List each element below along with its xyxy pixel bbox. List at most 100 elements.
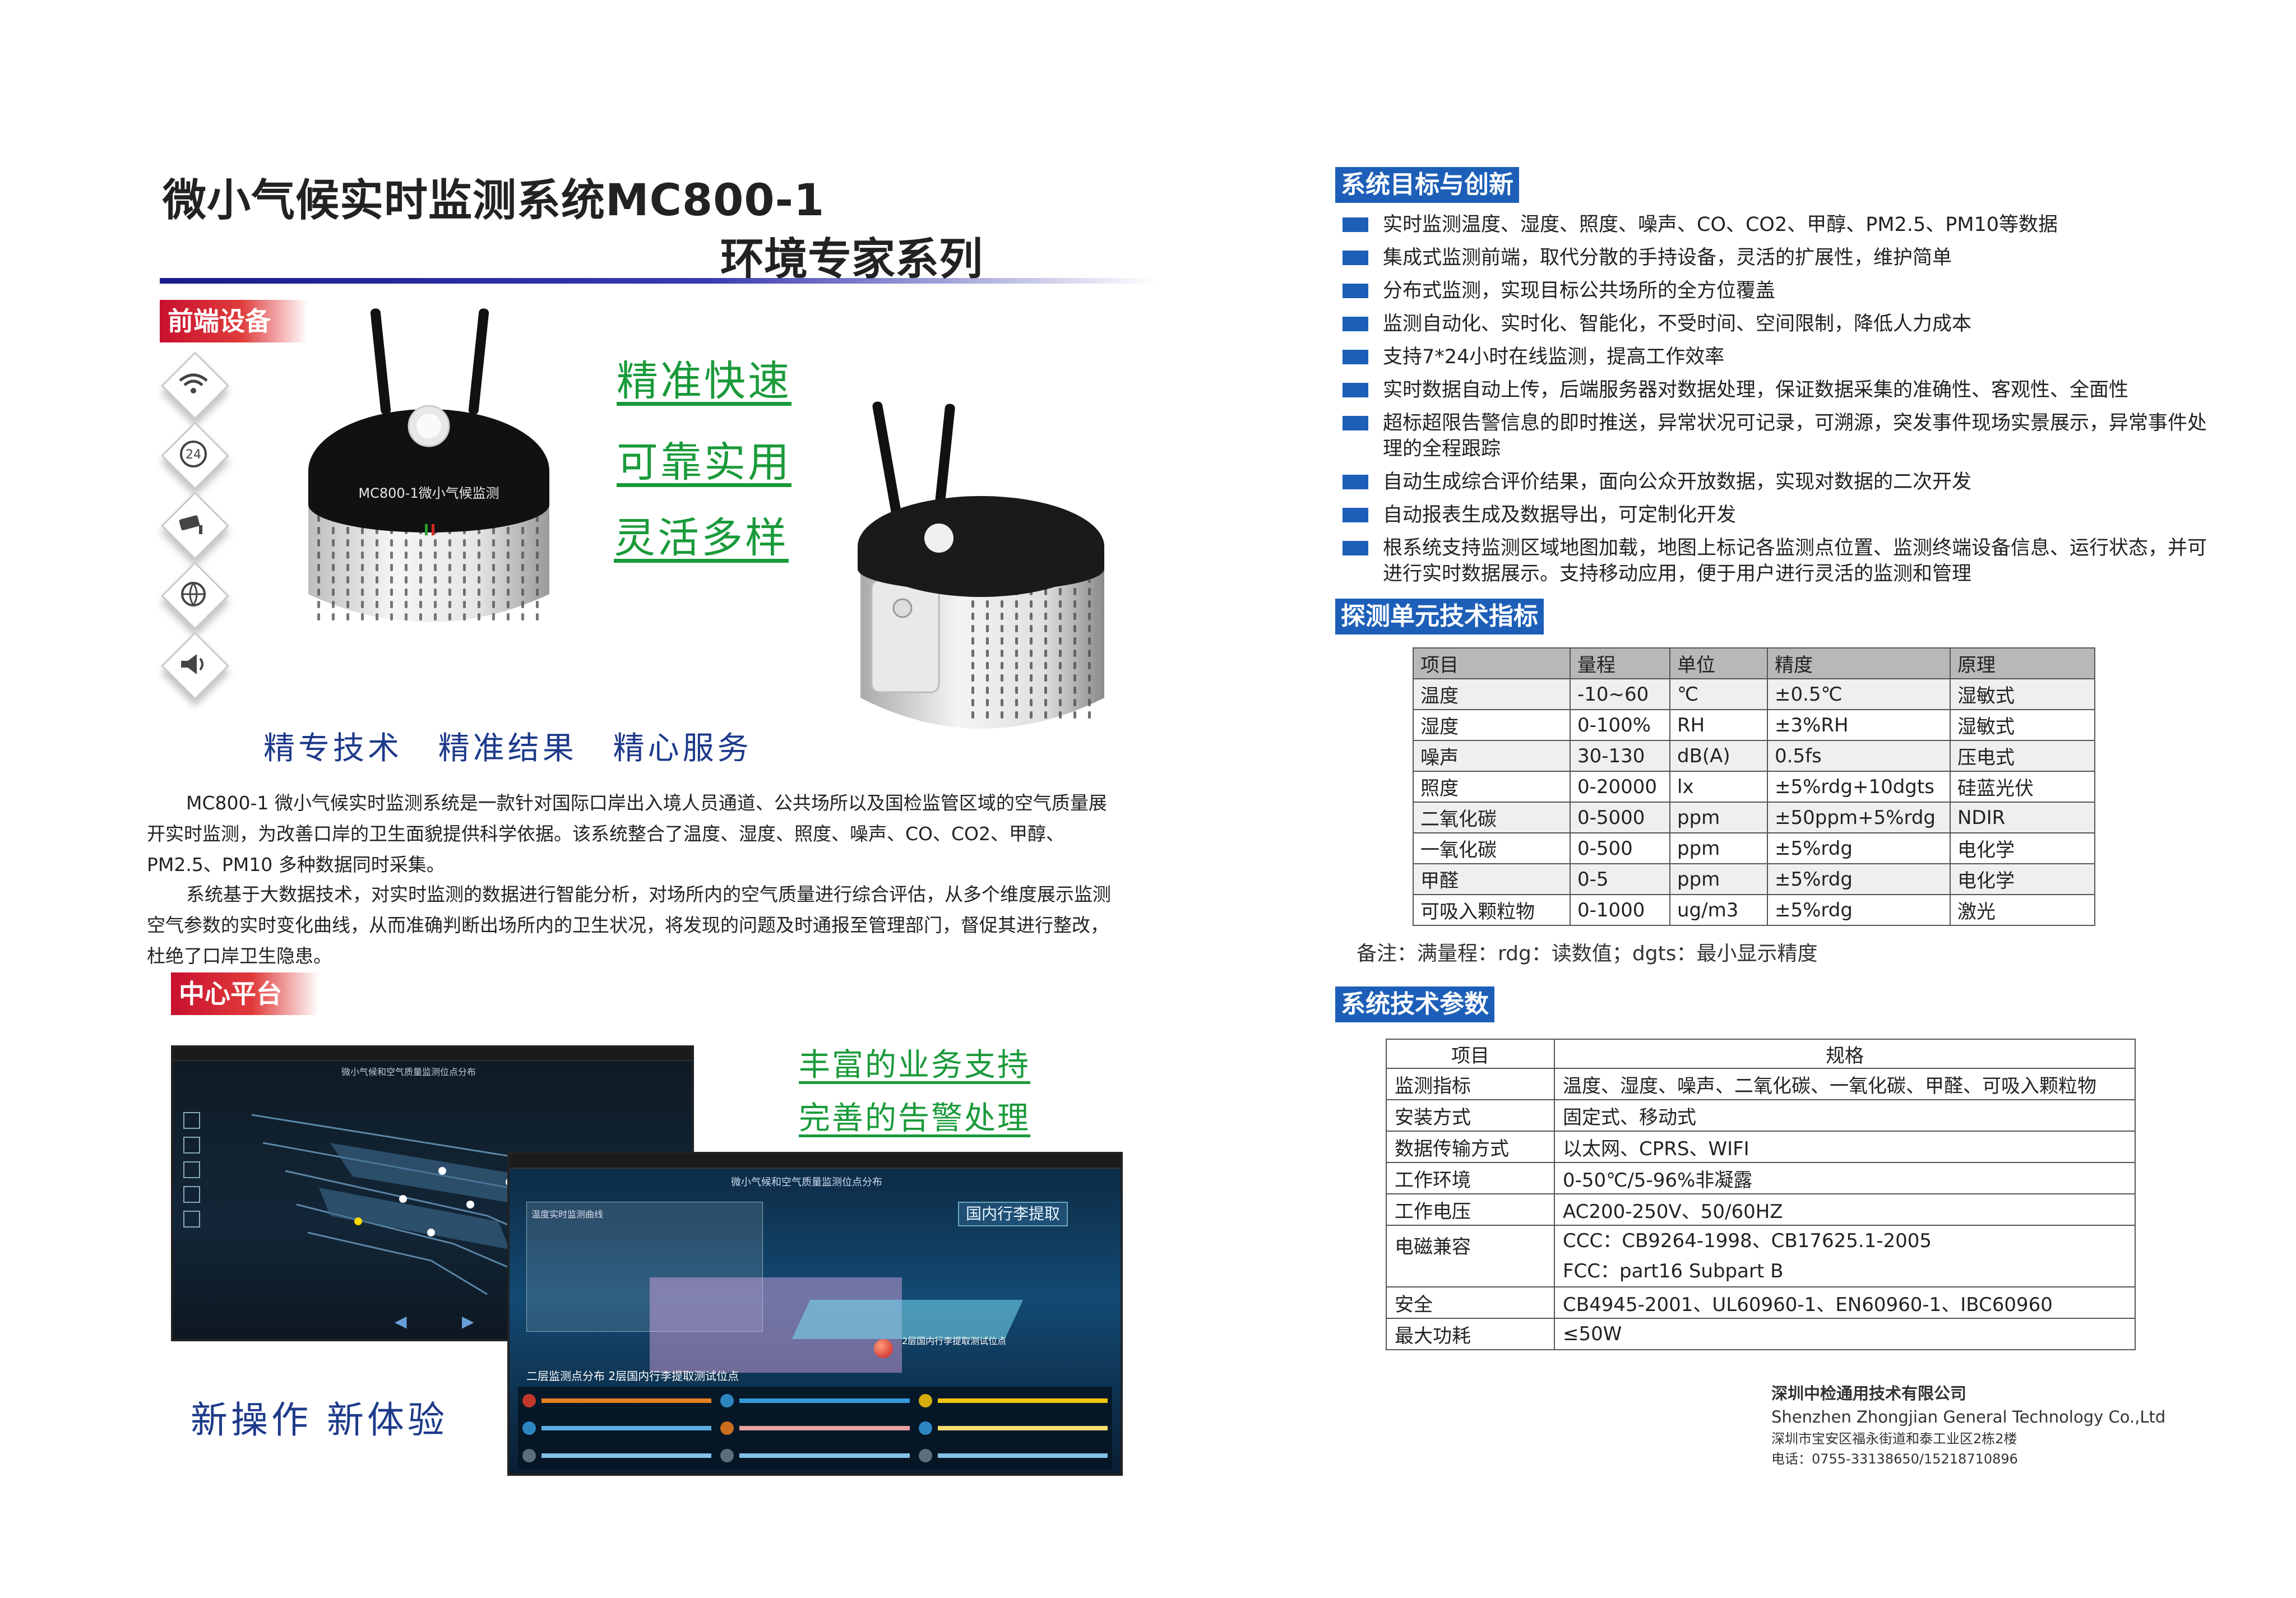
column-header: 量程	[1570, 647, 1670, 679]
intro-paragraph-2: 系统基于大数据技术，对实时监测的数据进行智能分析，对场所内的空气质量进行综合评估…	[147, 883, 1111, 967]
section-tag-goals: 系统目标与创新	[1335, 167, 1519, 203]
goal-item: 自动报表生成及数据导出，可定制化开发	[1343, 502, 2217, 528]
metric-cell	[518, 1414, 716, 1442]
section-tag-platform: 中心平台	[171, 972, 319, 1015]
metric-cell	[716, 1442, 914, 1470]
slogan-alarm: 完善的告警处理	[799, 1100, 1030, 1137]
metric-cell	[914, 1387, 1112, 1414]
screen-titlebar	[173, 1048, 692, 1061]
intro-paragraph-1: MC800-1 微小气候实时监测系统是一款针对国际口岸出入境人员通道、公共场所以…	[147, 792, 1107, 876]
column-header: 项目	[1413, 647, 1571, 679]
clock-24-icon: 24	[163, 423, 224, 485]
company-phone: 电话：0755-33138650/15218710896	[1771, 1451, 2018, 1467]
company-name-en: Shenzhen Zhongjian General Technology Co…	[1771, 1407, 2166, 1426]
device-photo-front: MC800-1微小气候监测	[297, 303, 561, 667]
goal-item: 分布式监测，实现目标公共场所的全方位覆盖	[1343, 278, 2217, 304]
goal-item: 监测自动化、实时化、智能化，不受时间、空间限制，降低人力成本	[1343, 311, 2217, 337]
slogan-2: 可靠实用	[617, 438, 791, 487]
motto-text: 精专技术 精准结果 精心服务	[263, 730, 752, 767]
slogan-3: 灵活多样	[614, 514, 789, 562]
screen-titlebar	[510, 1154, 1121, 1169]
table-row: 最大功耗≤50W	[1386, 1318, 2136, 1350]
company-info: 深圳中检通用技术有限公司 Shenzhen Zhongjian General …	[1771, 1382, 2165, 1469]
alert-marker[interactable]	[874, 1339, 893, 1358]
bullet-icon	[1343, 508, 1368, 522]
bullet-icon	[1343, 416, 1368, 430]
goal-item: 根系统支持监测区域地图加载，地图上标记各监测点位置、监测终端设备信息、运行状态，…	[1343, 535, 2217, 587]
bullet-icon	[1343, 383, 1368, 397]
map-next-arrow[interactable]: ▶	[462, 1312, 474, 1331]
goal-item: 支持7*24小时在线监测，提高工作效率	[1343, 344, 2217, 370]
toolbar-button[interactable]	[183, 1161, 200, 1178]
wifi-icon-box	[157, 350, 235, 420]
platform-screenshot-hall: 微小气候和空气质量监测位点分布 国内行李提取 温度实时监测曲线 2层国内行李提取…	[507, 1152, 1123, 1476]
column-header: 规格	[1554, 1039, 2136, 1069]
table-row: 监测指标温度、湿度、噪声、二氧化碳、一氧化碳、甲醛、可吸入颗粒物	[1386, 1068, 2136, 1100]
map-prev-arrow[interactable]: ◀	[395, 1312, 407, 1331]
point-label: 2层国内行李提取测试位点	[902, 1336, 1007, 1346]
goal-item: 自动生成综合评价结果，面向公众开放数据，实现对数据的二次开发	[1343, 469, 2217, 495]
speaker-icon	[163, 633, 224, 695]
section-tag-frontend: 前端设备	[160, 300, 308, 342]
column-header: 精度	[1767, 647, 1951, 679]
globe-icon-box	[157, 561, 235, 631]
svg-text:24: 24	[186, 448, 201, 462]
speaker-icon-box	[157, 631, 235, 701]
hall-label: 国内行李提取	[958, 1202, 1068, 1226]
column-header: 原理	[1950, 647, 2095, 679]
wifi-icon	[163, 353, 224, 415]
table-header-row: 项目 量程 单位 精度 原理	[1413, 647, 2095, 679]
title-divider	[160, 278, 1158, 284]
slogan-biz: 丰富的业务支持	[799, 1047, 1030, 1083]
section-tag-indicators: 探测单元技术指标	[1335, 599, 1544, 634]
goals-list: 实时监测温度、湿度、照度、噪声、CO、CO2、甲醇、PM2.5、PM10等数据 …	[1343, 212, 2217, 594]
goal-item: 超标超限告警信息的即时推送，异常状况可记录，可溯源，突发事件现场实景展示，异常事…	[1343, 410, 2217, 462]
slogan-new-op: 新操作 新体验	[191, 1398, 448, 1442]
toolbar-button[interactable]	[183, 1112, 200, 1129]
metric-cell	[914, 1442, 1112, 1470]
bullet-icon	[1343, 317, 1368, 331]
bottom-panel-title: 二层监测点分布 2层国内行李提取测试位点	[526, 1369, 739, 1383]
column-header: 项目	[1386, 1039, 1555, 1069]
bullet-icon	[1343, 475, 1368, 489]
bullet-icon	[1343, 251, 1368, 265]
param-table: 项目 规格 监测指标温度、湿度、噪声、二氧化碳、一氧化碳、甲醛、可吸入颗粒物 安…	[1386, 1039, 2136, 1350]
screen-title-1: 微小气候和空气质量监测位点分布	[341, 1067, 476, 1077]
device-photo-side	[849, 401, 1115, 759]
section-tag-params: 系统技术参数	[1335, 986, 1494, 1022]
metric-cell	[518, 1387, 716, 1414]
column-header: 单位	[1669, 647, 1768, 679]
table-row: 安装方式固定式、移动式	[1386, 1099, 2136, 1132]
table-header-row: 项目 规格	[1386, 1039, 2136, 1069]
company-address: 深圳市宝安区福永街道和泰工业区2栋2楼	[1771, 1431, 2017, 1447]
goal-item: 实时数据自动上传，后端服务器对数据处理，保证数据采集的准确性、客观性、全面性	[1343, 377, 2217, 403]
temperature-panel-title: 温度实时监测曲线	[531, 1209, 604, 1220]
temperature-panel: 温度实时监测曲线	[526, 1202, 763, 1332]
screen-toolbar	[183, 1112, 206, 1228]
goal-item: 实时监测温度、湿度、照度、噪声、CO、CO2、甲醇、PM2.5、PM10等数据	[1343, 212, 2217, 238]
metric-cell	[716, 1414, 914, 1442]
goal-item: 集成式监测前端，取代分散的手持设备，灵活的扩展性，维护简单	[1343, 245, 2217, 271]
company-name-cn: 深圳中检通用技术有限公司	[1771, 1384, 1967, 1403]
page-title: 微小气候实时监测系统MC800-1	[163, 175, 825, 226]
globe-icon	[163, 563, 224, 625]
table-row: 数据传输方式以太网、CPRS、WIFI	[1386, 1131, 2136, 1163]
bullet-icon	[1343, 217, 1368, 232]
bullet-icon	[1343, 541, 1368, 555]
toolbar-button[interactable]	[183, 1137, 200, 1154]
toolbar-button[interactable]	[183, 1211, 200, 1228]
toolbar-button[interactable]	[183, 1186, 200, 1203]
clock-24-icon-box: 24	[157, 420, 235, 490]
camera-icon	[163, 493, 224, 555]
metric-cell	[914, 1414, 1112, 1442]
